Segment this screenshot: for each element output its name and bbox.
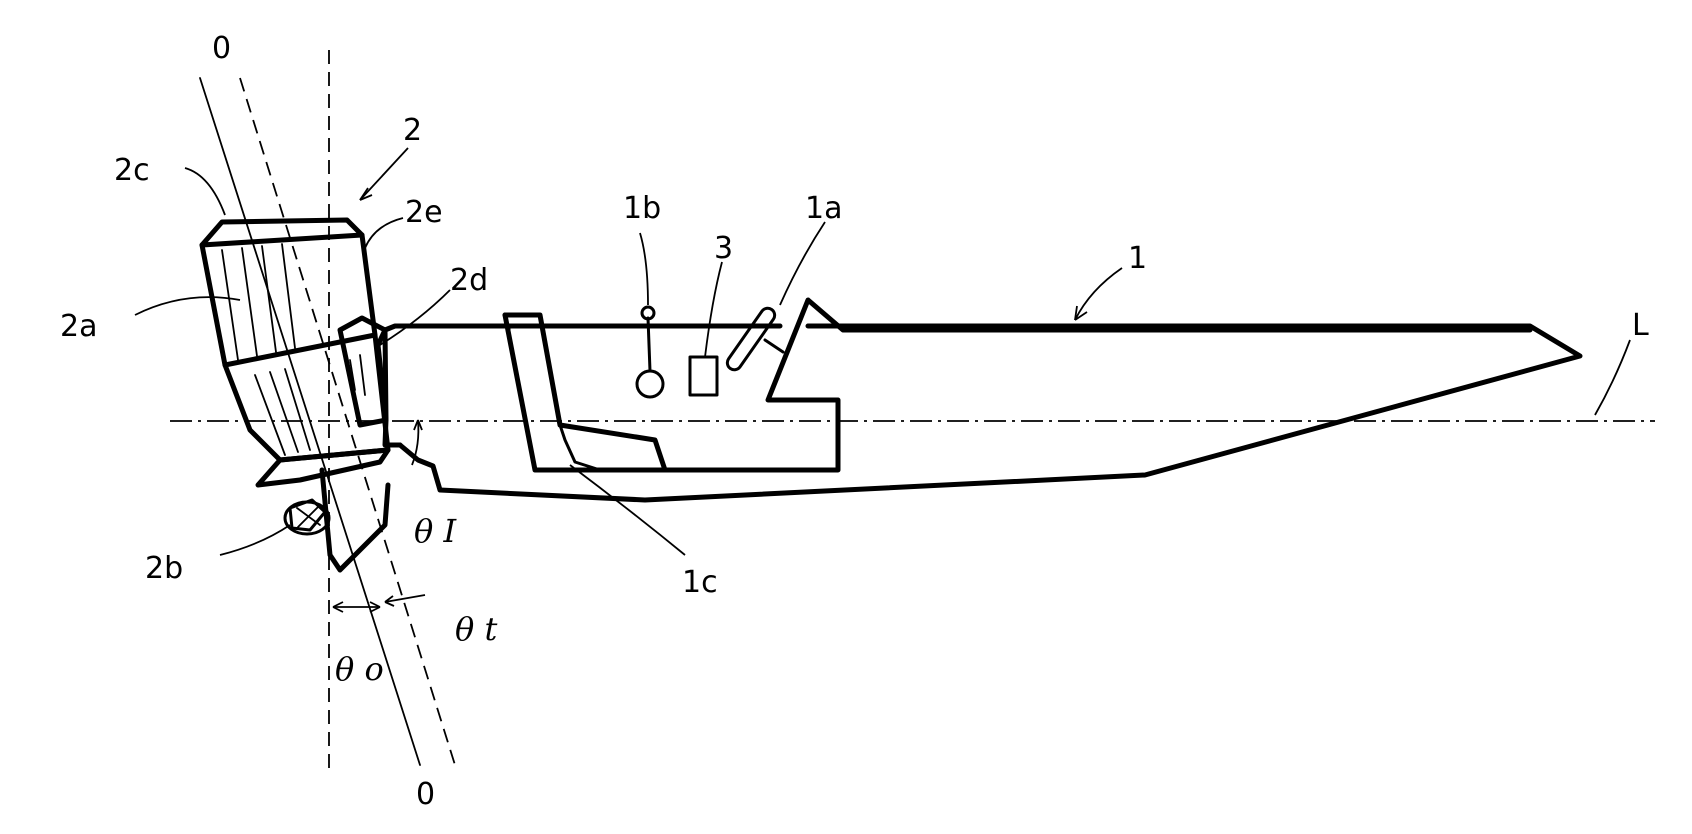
label-controller: 3 — [714, 231, 733, 266]
label-seat: 1c — [682, 565, 718, 600]
leader-1a — [780, 222, 825, 305]
steering-wheel — [725, 305, 783, 372]
leader-2e — [365, 218, 403, 248]
throttle-lever — [637, 307, 663, 397]
leader-2d — [380, 290, 450, 345]
label-axis-top: 0 — [212, 31, 231, 66]
label-angle-trim: θ t — [455, 610, 497, 648]
label-motor-upper-front: 2e — [405, 195, 443, 230]
leader-2c — [185, 168, 225, 215]
label-hull: 1 — [1128, 241, 1147, 276]
controller-box — [690, 357, 717, 395]
propeller — [285, 500, 329, 534]
leader-2 — [360, 148, 408, 200]
motor-top-cover — [202, 220, 362, 245]
label-axis-bottom: 0 — [416, 777, 435, 812]
label-motor: 2 — [403, 113, 422, 148]
leader-L — [1595, 340, 1630, 415]
label-motor-cover-top: 2c — [114, 153, 150, 188]
leader-2a — [135, 297, 240, 315]
leader-1b — [640, 233, 648, 305]
label-motor-cowling: 2a — [60, 309, 97, 344]
hull-outline — [385, 326, 1580, 500]
label-angle-offset: θ o — [335, 650, 384, 688]
label-waterline: L — [1632, 308, 1649, 343]
leader-1 — [1075, 268, 1122, 320]
label-steering-wheel: 1a — [805, 191, 842, 226]
leader-2b — [220, 525, 290, 555]
leader-1c — [570, 465, 685, 555]
leader-3 — [705, 262, 722, 357]
label-motor-bracket: 2d — [450, 263, 488, 298]
outboard-motor — [202, 220, 388, 570]
label-angle-inclination: θ I — [414, 512, 457, 550]
label-lever: 1b — [623, 191, 661, 226]
label-propeller: 2b — [145, 551, 183, 586]
